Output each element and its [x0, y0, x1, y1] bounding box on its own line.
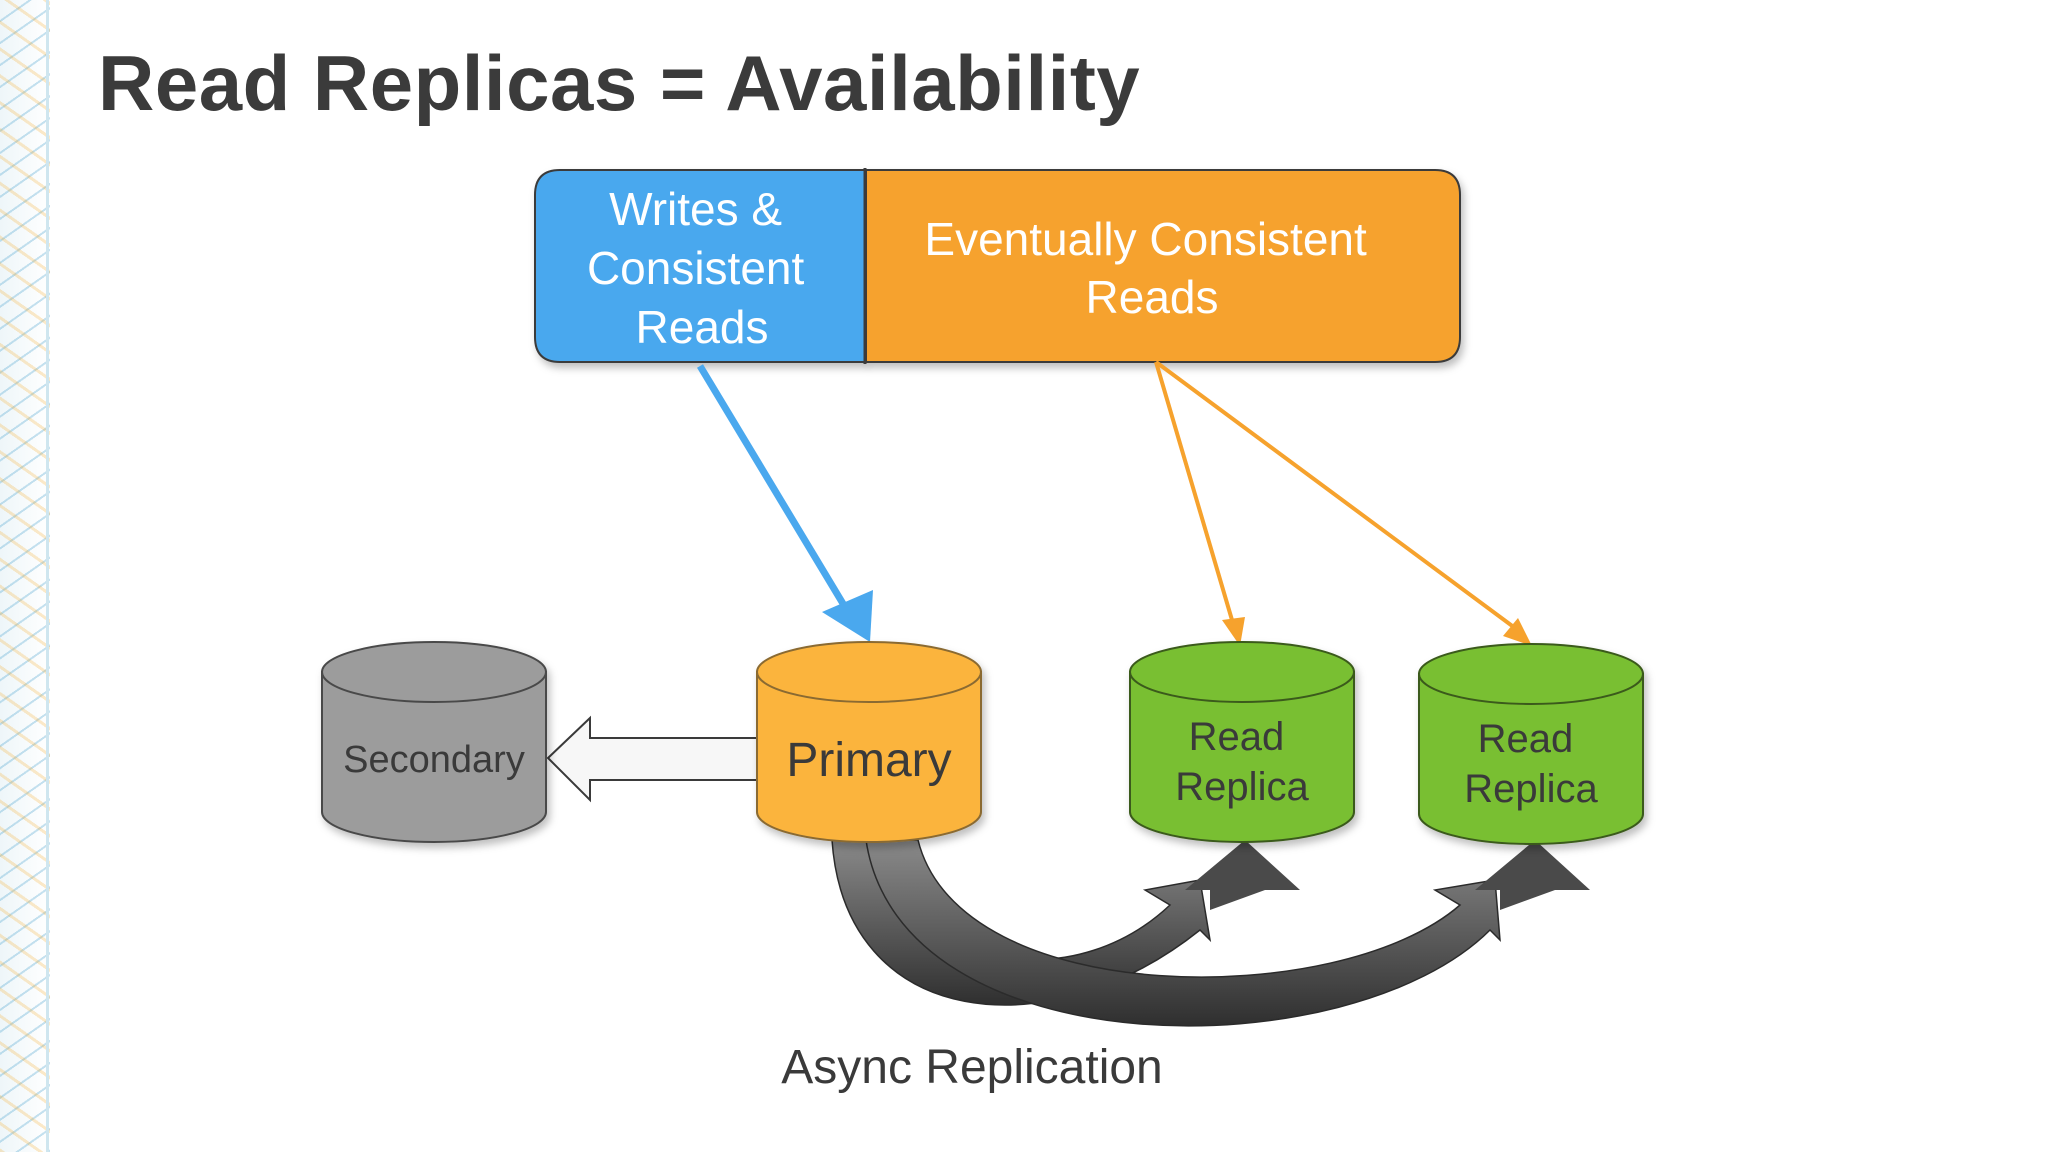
read-replica-2-database [1418, 643, 1644, 845]
slide-title: Read Replicas = Availability [98, 39, 1141, 127]
writes-consistent-reads-box [534, 169, 867, 363]
decorative-divider [46, 0, 49, 1152]
read-replica-2-label: Read Replica [1464, 717, 1598, 811]
top-access-bar [534, 168, 1461, 364]
read-replica-1-label: Read Replica [1175, 715, 1309, 809]
eventually-consistent-reads-box [865, 169, 1461, 363]
writes-label: Writes & Consistent Reads [587, 183, 817, 353]
writes-label-line-1: Writes & [609, 183, 782, 235]
read-replica-2-line-1: Read [1478, 717, 1574, 761]
eventual-label-line-1: Eventually Consistent [924, 213, 1367, 265]
primary-to-secondary-arrow [546, 715, 759, 803]
eventual-label: Eventually Consistent Reads [924, 213, 1379, 323]
read-replica-1-line-1: Read [1189, 715, 1285, 759]
async-replication-arrows [831, 839, 1590, 1027]
async-replication-label: Async Replication [781, 1041, 1163, 1094]
primary-label: Primary [786, 734, 951, 787]
write-arrow [697, 364, 873, 642]
decorative-pattern-strip [0, 0, 50, 1152]
read-replica-2-line-2: Replica [1464, 767, 1598, 811]
eventual-read-arrows [1154, 360, 1532, 646]
writes-label-line-3: Reads [636, 301, 769, 353]
read-replica-1-database [1129, 641, 1355, 843]
secondary-label: Secondary [343, 739, 525, 781]
eventual-label-line-2: Reads [1086, 271, 1219, 323]
secondary-database [321, 641, 547, 843]
read-replica-1-line-2: Replica [1175, 765, 1309, 809]
primary-database [756, 641, 982, 843]
writes-label-line-2: Consistent [587, 242, 805, 294]
